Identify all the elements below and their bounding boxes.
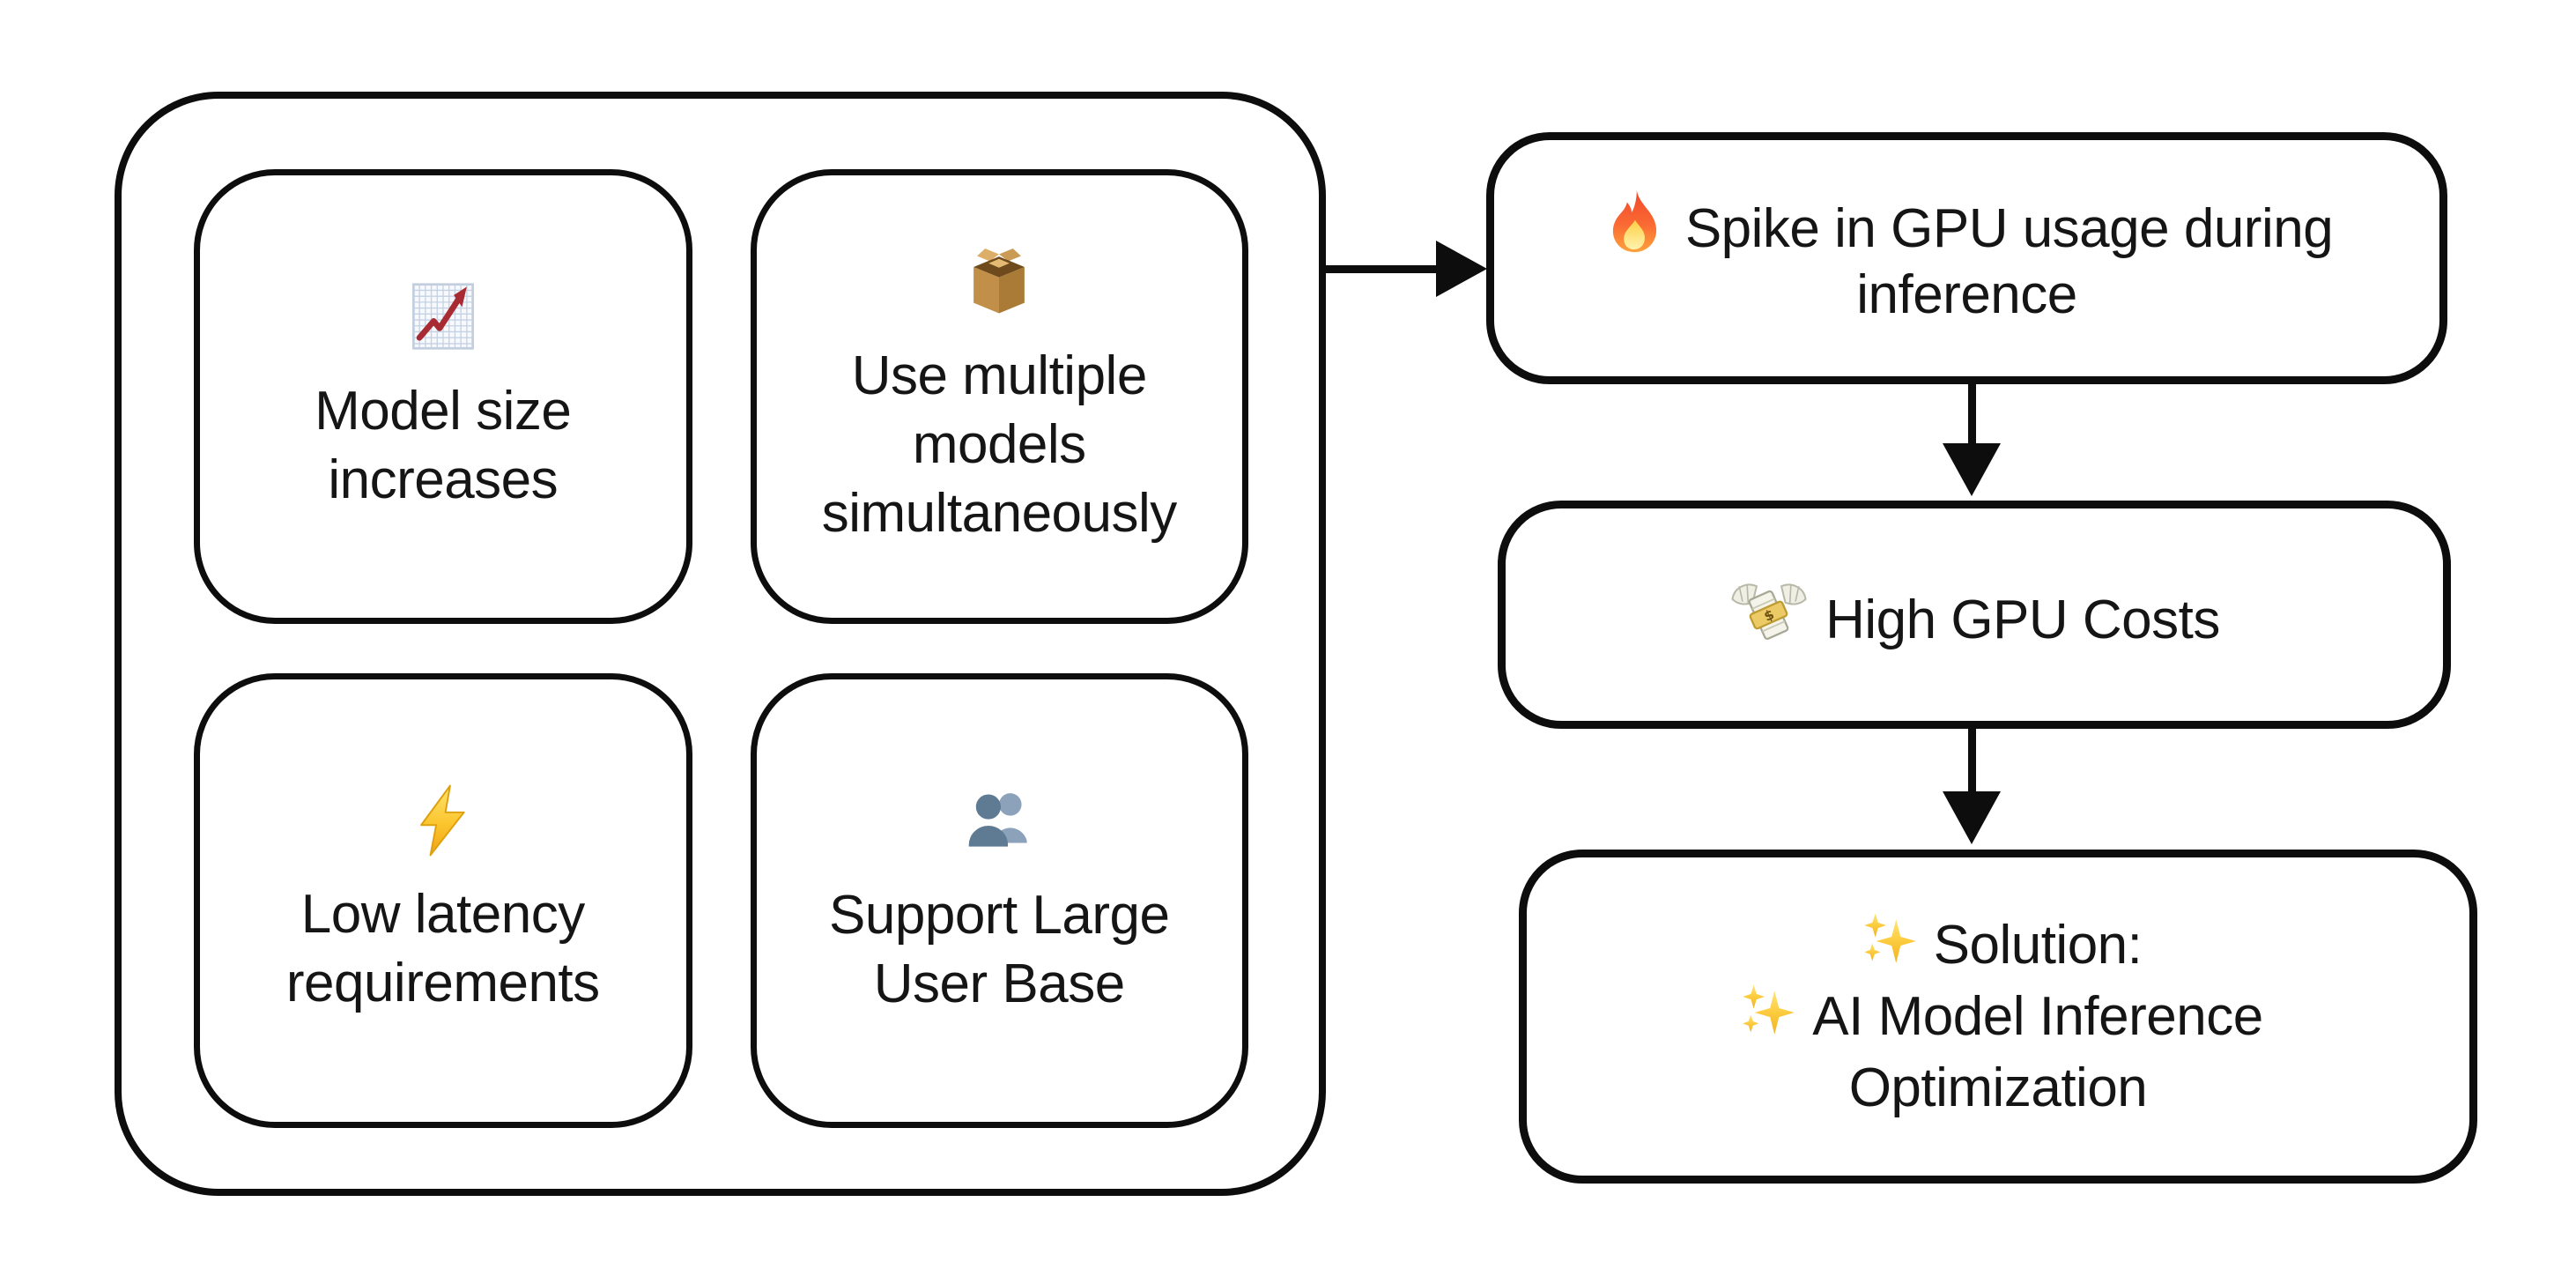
arrow-down-2-stem <box>1968 727 1976 794</box>
spike-label: Spike in GPU usage during inference <box>1684 197 2334 326</box>
arrow-down-2-head <box>1943 791 2001 844</box>
spike-content: Spike in GPU usage during inference <box>1571 188 2364 329</box>
sparkles-icon <box>1733 981 1796 1044</box>
costs-content: $ High GPU Costs <box>1728 575 2220 653</box>
solution-label-2: AI Model Inference Optimization <box>1812 986 2263 1118</box>
users-icon <box>961 783 1037 858</box>
cause-box-model-size: Model size increases <box>194 169 692 624</box>
solution-label-1: Solution: <box>1933 914 2143 976</box>
arrow-down-1-stem <box>1968 382 1976 446</box>
solution-content: Solution: AI Model Inference Optimizatio… <box>1602 909 2395 1124</box>
chart-increasing-icon <box>405 278 481 354</box>
arrow-right-stem <box>1324 265 1440 273</box>
solution-box: Solution: AI Model Inference Optimizatio… <box>1519 850 2477 1184</box>
sparkles-icon <box>1854 909 1918 973</box>
package-icon <box>962 245 1036 319</box>
money-with-wings-icon: $ <box>1728 575 1810 648</box>
cause-box-low-latency: Low latency requirements <box>194 673 692 1128</box>
high-gpu-costs-box: $ High GPU Costs <box>1498 501 2451 729</box>
cause-box-user-base: Support Large User Base <box>750 673 1248 1128</box>
cause-label: Use multiple models simultaneously <box>821 345 1178 545</box>
arrow-right-head <box>1436 241 1487 297</box>
cause-label: Support Large User Base <box>829 884 1170 1014</box>
fire-icon <box>1601 188 1669 256</box>
cause-label: Model size increases <box>315 380 572 510</box>
lightning-icon <box>406 783 480 857</box>
solution-line-2: AI Model Inference Optimization <box>1602 981 2395 1124</box>
costs-label: High GPU Costs <box>1825 590 2220 651</box>
cause-box-multiple-models: Use multiple models simultaneously <box>750 169 1248 624</box>
arrow-down-1-head <box>1943 443 2001 496</box>
spike-gpu-usage-box: Spike in GPU usage during inference <box>1486 132 2447 384</box>
solution-line-1: Solution: <box>1602 909 2395 981</box>
causes-group-box: Model size increases Use multiple models… <box>115 92 1326 1196</box>
cause-label: Low latency requirements <box>285 883 600 1013</box>
